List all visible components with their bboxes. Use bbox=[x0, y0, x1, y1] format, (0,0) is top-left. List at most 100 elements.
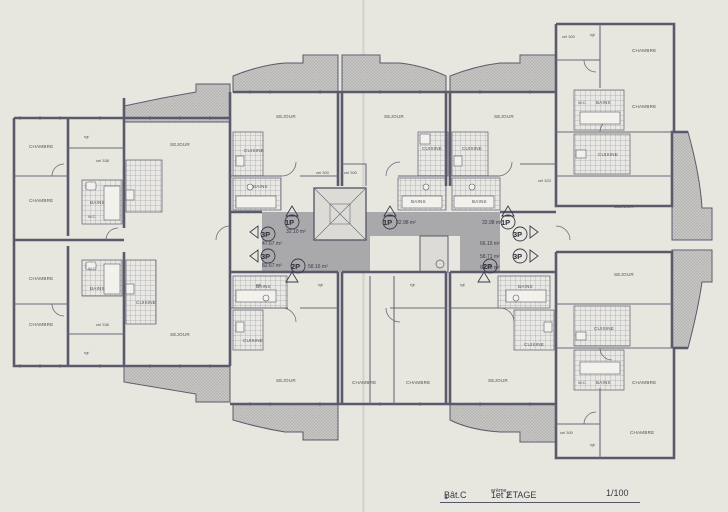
room-label-sejour: SEJOUR bbox=[614, 204, 634, 209]
room-labels: CHAMBRE CHAMBRE CHAMBRE CHAMBRE SEJOUR S… bbox=[29, 32, 656, 447]
typology-tag: 2P bbox=[483, 262, 492, 271]
room-label-bains: BAINS bbox=[253, 184, 268, 189]
marker-triangle-down bbox=[477, 271, 491, 283]
room-label-cuisine: CUISINE bbox=[598, 152, 618, 157]
marker-triangle-up bbox=[383, 205, 397, 217]
typology-tag: 3P bbox=[513, 252, 522, 261]
marker-triangle-right bbox=[529, 249, 539, 263]
room-label-cuisine: CUISINE bbox=[524, 342, 544, 347]
area-label: 32.98 m² bbox=[396, 220, 416, 226]
typology-tag: 1P bbox=[501, 218, 510, 227]
room-label-sejour: SEJOUR bbox=[170, 142, 190, 147]
room-label-bains: BAINS bbox=[90, 200, 105, 205]
area-label: 47.67 m² bbox=[262, 241, 282, 247]
room-label-cel: cel 300 bbox=[316, 170, 330, 175]
room-label-sejour: SEJOUR bbox=[614, 272, 634, 277]
room-label-cuisine: CUISINE bbox=[422, 146, 442, 151]
scale-label: 1/100 bbox=[606, 488, 629, 498]
room-label-cel: cel 300 bbox=[344, 170, 358, 175]
room-label-chambre: CHAMBRE bbox=[630, 430, 654, 435]
room-label-cel: cel 323 bbox=[538, 178, 552, 183]
room-label-bains: BAINS bbox=[596, 380, 611, 385]
room-label-chambre: CHAMBRE bbox=[632, 48, 656, 53]
marker-circle bbox=[512, 226, 528, 242]
marker-circle bbox=[382, 214, 398, 230]
room-label-bains: BAINS bbox=[411, 199, 426, 204]
marker-circle bbox=[482, 258, 498, 274]
room-label-cel: cel 300 bbox=[562, 34, 576, 39]
room-label-chambre: CHAMBRE bbox=[406, 380, 430, 385]
room-label-sejour: SEJOUR bbox=[494, 114, 514, 119]
area-label: 82.67 m² bbox=[262, 263, 282, 269]
area-label: 58.16 m² bbox=[308, 264, 328, 270]
room-label-chambre: CHAMBRE bbox=[632, 104, 656, 109]
surface-areas: 32.10 m² 32.98 m² 32.98 m² 47.67 m² 58.1… bbox=[262, 220, 502, 271]
room-label-cel: cel 300 bbox=[560, 430, 574, 435]
apartment-type-markers bbox=[249, 205, 539, 283]
typology-tag: 1P bbox=[285, 218, 294, 227]
room-label-rgt: rgt bbox=[410, 282, 416, 287]
room-label-bains: BAINS bbox=[518, 284, 533, 289]
typology-tag: 3P bbox=[513, 230, 522, 239]
room-label-rgt: rgt bbox=[84, 350, 90, 355]
marker-circle bbox=[500, 214, 516, 230]
room-label-wc: W.C. bbox=[88, 214, 97, 219]
marker-triangle-left bbox=[249, 249, 259, 263]
marker-circle bbox=[260, 226, 276, 242]
area-label: 58.71 m² bbox=[480, 254, 500, 260]
room-label-cel: cel 338 bbox=[96, 322, 110, 327]
room-label-chambre: CHAMBRE bbox=[632, 380, 656, 385]
room-label-chambre: CHAMBRE bbox=[29, 144, 53, 149]
room-label-chambre: CHAMBRE bbox=[352, 380, 376, 385]
room-label-wc: W.C. bbox=[578, 380, 587, 385]
room-label-bains: BAINS bbox=[596, 100, 611, 105]
room-label-chambre: CHAMBRE bbox=[29, 198, 53, 203]
room-label-cuisine: CUISINE bbox=[243, 338, 263, 343]
room-label-sejour: SEJOUR bbox=[276, 114, 296, 119]
typology-tag: 1P bbox=[383, 218, 392, 227]
area-label: 32.10 m² bbox=[286, 229, 306, 235]
room-label-cuisine: CUISINE bbox=[462, 146, 482, 151]
area-label: 66.15 m² bbox=[480, 241, 500, 247]
marker-triangle-left bbox=[249, 225, 259, 239]
marker-triangle-right bbox=[529, 225, 539, 239]
room-label-wc: W.C. bbox=[88, 266, 97, 271]
typology-tag: 2P bbox=[291, 262, 300, 271]
room-label-cel: cel 338 bbox=[96, 158, 110, 163]
room-label-sejour: SEJOUR bbox=[488, 378, 508, 383]
dimension-marks bbox=[19, 90, 531, 406]
walls bbox=[12, 22, 688, 460]
marker-circle bbox=[512, 248, 528, 264]
typology-tag: 3P bbox=[261, 252, 270, 261]
marker-circle bbox=[284, 214, 300, 230]
room-label-rgt: rgt bbox=[256, 282, 262, 287]
marker-triangle-down bbox=[285, 271, 299, 283]
room-label-wc: W.C. bbox=[578, 100, 587, 105]
room-label-chambre: CHAMBRE bbox=[29, 322, 53, 327]
room-label-rgt: rgt bbox=[460, 282, 466, 287]
room-label-rgt: rgt bbox=[590, 32, 596, 37]
apartment-type-tags: 1P 1P 1P 3P 3P 3P 3P 2P 2P bbox=[261, 218, 522, 271]
marker-circle bbox=[260, 248, 276, 264]
marker-triangle-up bbox=[285, 205, 299, 217]
room-label-rgt: rgt bbox=[318, 282, 324, 287]
room-label-sejour: SEJOUR bbox=[384, 114, 404, 119]
room-label-rgt: rgt bbox=[84, 134, 90, 139]
room-label-cuisine: CUISINE bbox=[136, 300, 156, 305]
balconies bbox=[123, 54, 713, 443]
area-label: 32.98 m² bbox=[482, 220, 502, 226]
room-label-chambre: CHAMBRE bbox=[29, 276, 53, 281]
room-label-bains: BAINS bbox=[472, 199, 487, 204]
partitions bbox=[14, 24, 672, 458]
fixtures bbox=[85, 111, 621, 375]
typology-tag: 3P bbox=[261, 230, 270, 239]
room-label-bains: BAINS bbox=[256, 284, 271, 289]
room-label-cuisine: CUISINE bbox=[244, 148, 264, 153]
marker-triangle-up bbox=[501, 205, 515, 217]
area-label: 66.38 m² bbox=[480, 265, 500, 271]
